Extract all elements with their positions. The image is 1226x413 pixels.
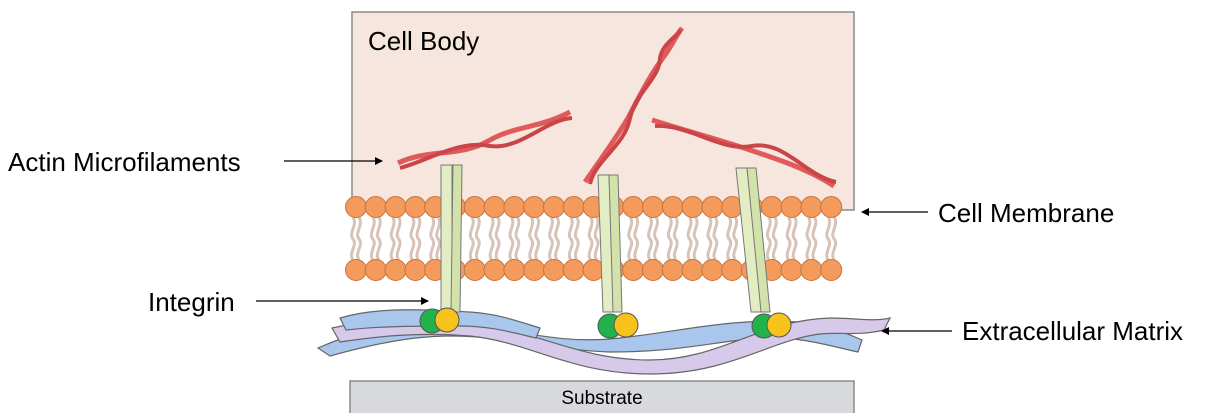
- lipid-tail: [575, 217, 578, 260]
- lipid-tail: [358, 217, 361, 260]
- lipid-tail: [714, 217, 717, 260]
- lipid-tail: [550, 217, 553, 260]
- ecm-label: Extracellular Matrix: [962, 316, 1183, 346]
- lipid-head: [544, 197, 565, 218]
- lipid-head: [346, 197, 367, 218]
- lipid-head: [346, 260, 367, 281]
- lipid-head: [385, 260, 406, 281]
- lipid-tail: [708, 217, 711, 260]
- lipid-head: [365, 197, 386, 218]
- lipid-head: [484, 197, 505, 218]
- lipid-head: [544, 260, 565, 281]
- lipid-head: [504, 197, 525, 218]
- lipid-tail: [773, 217, 776, 260]
- lipid-head: [702, 197, 723, 218]
- lipid-tail: [352, 217, 355, 260]
- lipid-head: [504, 260, 525, 281]
- lipid-head: [702, 260, 723, 281]
- lipid-head: [761, 197, 782, 218]
- lipid-tail: [807, 217, 810, 260]
- lipid-head: [821, 260, 842, 281]
- lipid-head: [623, 260, 644, 281]
- lipid-head: [524, 260, 545, 281]
- lipid-head: [781, 197, 802, 218]
- lipid-tail: [536, 217, 539, 260]
- lipid-head: [801, 260, 822, 281]
- lipid-head: [801, 197, 822, 218]
- lipid-tail: [589, 217, 592, 260]
- lipid-tail: [767, 217, 770, 260]
- actin-label: Actin Microfilaments: [8, 147, 241, 177]
- lipid-head: [682, 197, 703, 218]
- lipid-tail: [668, 217, 671, 260]
- lipid-tail: [813, 217, 816, 260]
- lipid-head: [563, 260, 584, 281]
- lipid-head: [662, 197, 683, 218]
- lipid-tail: [655, 217, 658, 260]
- lipid-tail: [595, 217, 598, 260]
- lipid-tail: [530, 217, 533, 260]
- lipid-tail: [490, 217, 493, 260]
- lipid-tail: [496, 217, 499, 260]
- lipid-head: [643, 260, 664, 281]
- lipid-head: [643, 197, 664, 218]
- lipid-tail: [431, 217, 434, 260]
- lipid-tail: [397, 217, 400, 260]
- lipid-head: [365, 260, 386, 281]
- lipid-tail: [417, 217, 420, 260]
- integrin-beta-subunit: [767, 313, 791, 337]
- lipid-tail: [688, 217, 691, 260]
- lipid-tail: [470, 217, 473, 260]
- lipid-tail: [734, 217, 737, 260]
- lipid-tail: [411, 217, 414, 260]
- lipid-head: [563, 197, 584, 218]
- lipid-head: [385, 197, 406, 218]
- lipid-head: [623, 197, 644, 218]
- lipid-tail: [728, 217, 731, 260]
- membrane-label: Cell Membrane: [938, 198, 1114, 228]
- lipid-tail: [377, 217, 380, 260]
- lipid-tail: [476, 217, 479, 260]
- lipid-head: [464, 197, 485, 218]
- lipid-tail: [674, 217, 677, 260]
- lipid-tail: [635, 217, 638, 260]
- integrin-beta-subunit: [435, 308, 459, 332]
- lipid-head: [524, 197, 545, 218]
- lipid-tail: [694, 217, 697, 260]
- lipid-tail: [437, 217, 440, 260]
- lipid-tail: [556, 217, 559, 260]
- integrin-label: Integrin: [148, 287, 235, 317]
- lipid-tail: [516, 217, 519, 260]
- lipid-tail: [787, 217, 790, 260]
- lipid-tail: [391, 217, 394, 260]
- integrin-beta-subunit: [614, 313, 638, 337]
- lipid-head: [405, 260, 426, 281]
- substrate-label: Substrate: [561, 388, 642, 409]
- lipid-head: [464, 260, 485, 281]
- lipid-head: [781, 260, 802, 281]
- lipid-tail: [833, 217, 836, 260]
- lipid-head: [484, 260, 505, 281]
- lipid-head: [682, 260, 703, 281]
- lipid-tail: [569, 217, 572, 260]
- lipid-tail: [371, 217, 374, 260]
- lipid-tail: [629, 217, 632, 260]
- lipid-tail: [793, 217, 796, 260]
- lipid-head: [821, 197, 842, 218]
- lipid-head: [405, 197, 426, 218]
- lipid-tail: [510, 217, 513, 260]
- lipid-head: [662, 260, 683, 281]
- lipid-tail: [649, 217, 652, 260]
- lipid-head: [722, 260, 743, 281]
- lipid-tail: [827, 217, 830, 260]
- cell-body-label: Cell Body: [368, 26, 479, 56]
